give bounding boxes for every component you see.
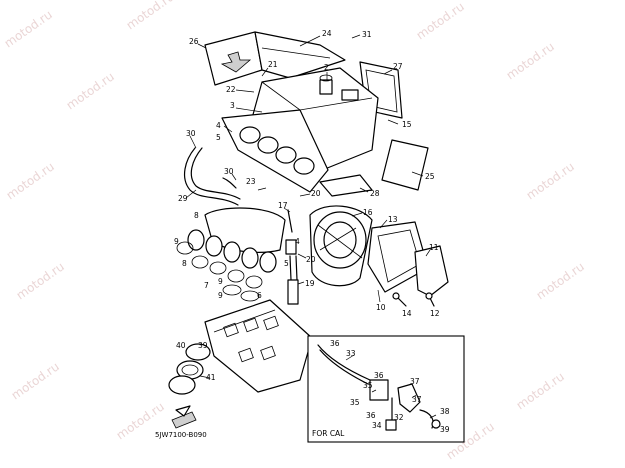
watermark-text: motod.ru	[514, 369, 567, 412]
callout-37: 37	[410, 377, 420, 386]
callout-4: 4	[216, 121, 221, 130]
callout-5b: 5	[284, 259, 289, 268]
callout-35b: 35	[350, 398, 360, 407]
callout-14: 14	[402, 309, 412, 318]
callout-9c: 9	[218, 291, 223, 300]
callout-15: 15	[402, 120, 412, 129]
inset-box	[307, 335, 465, 443]
callout-9b: 9	[218, 277, 223, 286]
callout-30: 30	[186, 129, 196, 138]
callout-36: 36	[330, 339, 340, 348]
front-arrow-icon	[171, 405, 197, 429]
callout-3: 3	[230, 101, 235, 110]
callout-16: 16	[363, 208, 373, 217]
part-24-cover	[254, 31, 346, 79]
diagram-code: 5JW7100-B090	[155, 431, 207, 439]
callout-36c: 36	[366, 411, 376, 420]
callout-21: 21	[268, 60, 278, 69]
callout-9: 9	[174, 237, 179, 246]
callout-34: 34	[372, 421, 382, 430]
callout-36b: 36	[374, 371, 384, 380]
callout-2: 2	[324, 63, 329, 72]
watermark-text: motod.ru	[64, 69, 117, 112]
callout-39b: 39	[440, 425, 450, 434]
callout-4b: 4	[295, 237, 300, 246]
callout-12: 12	[430, 309, 440, 318]
callout-33: 33	[346, 349, 356, 358]
watermark-text: motod.ru	[414, 0, 467, 42]
callout-32: 32	[394, 413, 404, 422]
part-26-panel	[204, 31, 263, 86]
callout-10: 10	[376, 303, 386, 312]
callout-35: 35	[363, 381, 373, 390]
part-8-funnels	[187, 207, 286, 273]
bolts	[392, 292, 435, 307]
callout-7: 7	[204, 281, 209, 290]
callout-24: 24	[322, 29, 332, 38]
inset-label: FOR CAL	[312, 429, 345, 438]
part-18-filter	[309, 205, 373, 287]
watermark-text: motod.ru	[14, 259, 67, 302]
callout-23: 23	[246, 177, 256, 186]
callout-25: 25	[425, 172, 435, 181]
watermark-text: motod.ru	[124, 0, 177, 32]
part-9-clamps	[176, 241, 263, 289]
callout-8b: 8	[182, 259, 187, 268]
leader-lines	[185, 34, 437, 419]
part-28-plate	[319, 174, 373, 197]
callout-13: 13	[388, 215, 398, 224]
callout-8: 8	[194, 211, 199, 220]
callout-29: 29	[178, 194, 188, 203]
callout-28: 28	[370, 189, 380, 198]
watermark-text: motod.ru	[2, 7, 55, 50]
callout-30b: 30	[224, 167, 234, 176]
part-29-hose	[183, 147, 241, 206]
callout-20b: 20	[306, 255, 316, 264]
callout-20: 20	[311, 189, 321, 198]
callout-17: 17	[278, 201, 288, 210]
part-19-pipe	[285, 209, 299, 305]
callout-38: 38	[440, 407, 450, 416]
watermark-text: motod.ru	[524, 159, 577, 202]
part-3-plate	[221, 109, 329, 193]
callout-40: 40	[176, 341, 186, 350]
part-25-panel	[381, 139, 429, 191]
cylinder-head	[204, 299, 313, 393]
callout-31: 31	[362, 30, 372, 39]
callout-19: 19	[305, 279, 315, 288]
part-40-rings	[168, 343, 211, 395]
callout-27: 27	[393, 62, 403, 71]
callout-37b: 37	[412, 395, 422, 404]
callout-22: 22	[226, 85, 236, 94]
callout-11: 11	[429, 243, 439, 252]
watermark-text: motod.ru	[534, 259, 587, 302]
callout-numbers: 26 24 31 27 2 21 22 3 4 5 15 25 28 30 30…	[155, 29, 450, 439]
callout-6: 6	[257, 291, 262, 300]
watermark-text: motod.ru	[4, 159, 57, 202]
callout-5: 5	[216, 133, 221, 142]
watermark-text: motod.ru	[9, 359, 62, 402]
callout-41: 41	[206, 373, 216, 382]
callout-26: 26	[189, 37, 199, 46]
part-6-clamps	[222, 284, 260, 302]
callout-39: 39	[198, 341, 208, 350]
watermark-text: motod.ru	[504, 39, 557, 82]
part-11-cover	[414, 245, 449, 297]
